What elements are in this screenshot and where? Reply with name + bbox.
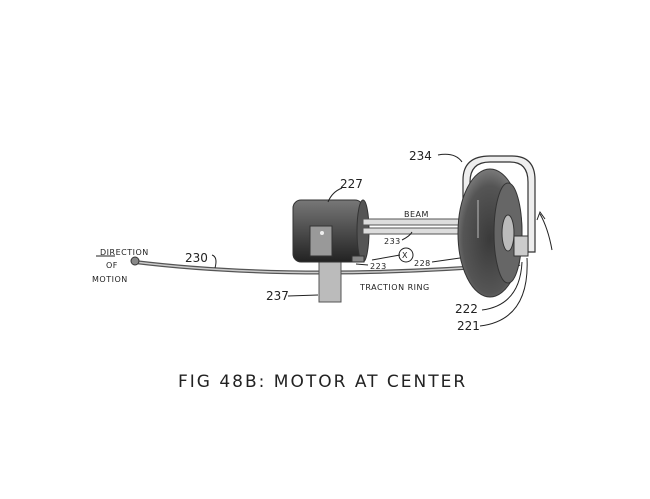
- label-direction: DIRECTION: [100, 248, 149, 257]
- label-228: 228: [414, 259, 431, 268]
- wheel: [457, 168, 529, 298]
- label-221: 221: [457, 319, 480, 333]
- figure-caption: FIG 48B: MOTOR AT CENTER: [178, 372, 467, 392]
- motor-227: [292, 199, 370, 263]
- label-motion: MOTION: [92, 275, 128, 284]
- label-233: 233: [384, 237, 401, 246]
- label-beam: BEAM: [404, 210, 429, 219]
- beam: [362, 218, 464, 235]
- x-mark-circle: [398, 247, 414, 263]
- label-230: 230: [185, 251, 208, 265]
- label-222: 222: [455, 302, 478, 316]
- label-237: 237: [266, 289, 289, 303]
- label-of: OF: [106, 261, 118, 270]
- label-223: 223: [370, 262, 387, 271]
- label-traction-ring: TRACTION RING: [359, 283, 430, 292]
- label-234: 234: [409, 149, 432, 163]
- label-x: X: [402, 251, 408, 260]
- label-227: 227: [340, 177, 363, 191]
- rotation-arrow: [539, 213, 553, 251]
- bracket-234: [462, 155, 536, 253]
- leader-lines: [96, 153, 528, 327]
- shaft-237: [318, 261, 342, 303]
